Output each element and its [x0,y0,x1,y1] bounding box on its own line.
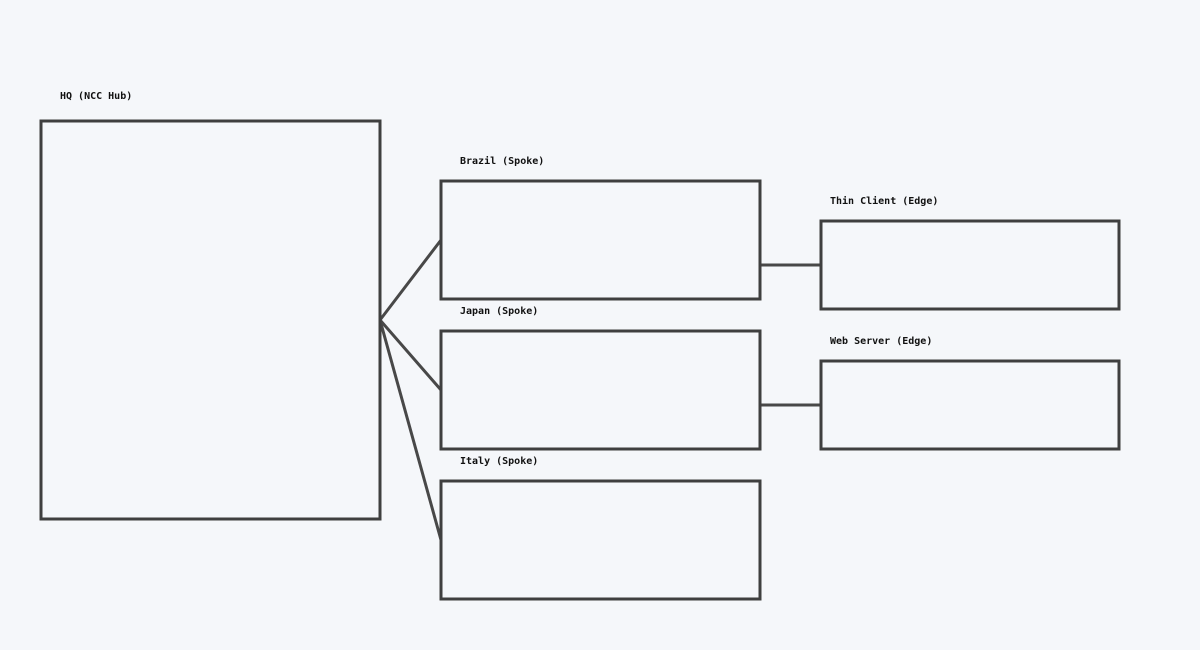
node-hq-label: HQ (NCC Hub) [60,91,132,102]
link-hq-japan [378,318,443,392]
node-hq-box[interactable] [39,119,382,521]
node-italy-box[interactable] [439,479,762,601]
node-japan[interactable]: Japan (Spoke) [439,306,762,451]
links [378,238,823,542]
node-japan-label: Japan (Spoke) [460,306,538,317]
node-thin-client-label: Thin Client (Edge) [830,195,938,207]
node-japan-box[interactable] [439,329,762,451]
node-web-server-box[interactable] [819,359,1121,451]
node-web-server-label: Web Server (Edge) [830,336,932,347]
node-brazil[interactable]: Brazil (Spoke) [439,155,762,301]
node-italy-label: Italy (Spoke) [460,456,538,467]
node-brazil-label: Brazil (Spoke) [460,155,544,167]
link-hq-italy [378,318,443,542]
node-web-server[interactable]: Web Server (Edge) [819,336,1121,451]
node-hq[interactable]: HQ (NCC Hub) [39,91,382,521]
link-hq-brazil [378,238,443,322]
node-italy[interactable]: Italy (Spoke) [439,456,762,601]
node-brazil-box[interactable] [439,179,762,301]
node-thin-client-box[interactable] [819,219,1121,311]
node-thin-client[interactable]: Thin Client (Edge) [819,195,1121,311]
